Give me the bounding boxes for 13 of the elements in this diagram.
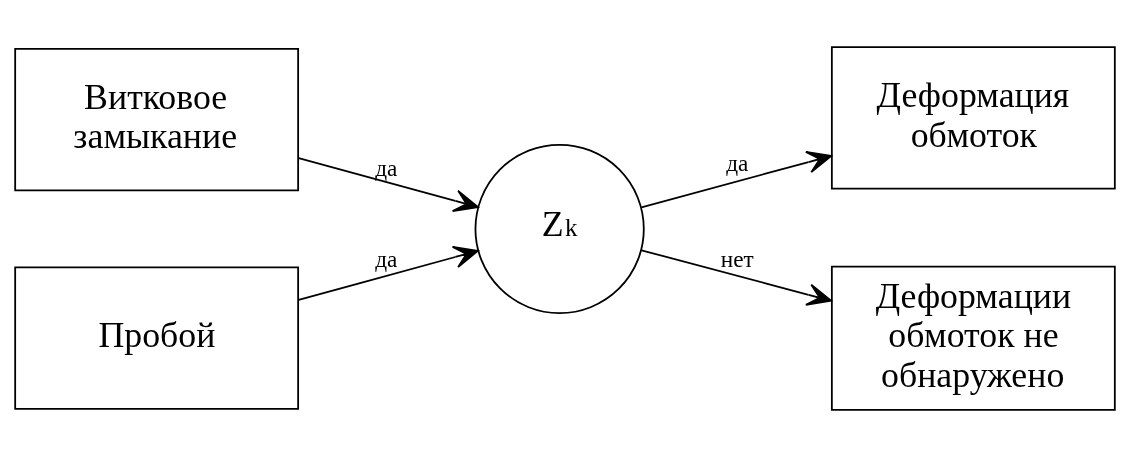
edge-label: нет [720, 245, 754, 272]
node-box: Пробой [14, 266, 300, 410]
arrow [297, 245, 479, 301]
node-box: Деформация обмоток [830, 45, 1116, 190]
edge-label: да [375, 154, 398, 181]
arrow [640, 150, 832, 208]
edge-label: да [375, 245, 398, 272]
node-box: Витковое замыкание [14, 47, 300, 191]
node-circle: Zk [474, 143, 645, 314]
arrow [297, 156, 479, 212]
arrow [640, 248, 832, 306]
node-box: Деформации обмоток не обнаружено [830, 265, 1116, 411]
edge-label: да [726, 149, 749, 176]
